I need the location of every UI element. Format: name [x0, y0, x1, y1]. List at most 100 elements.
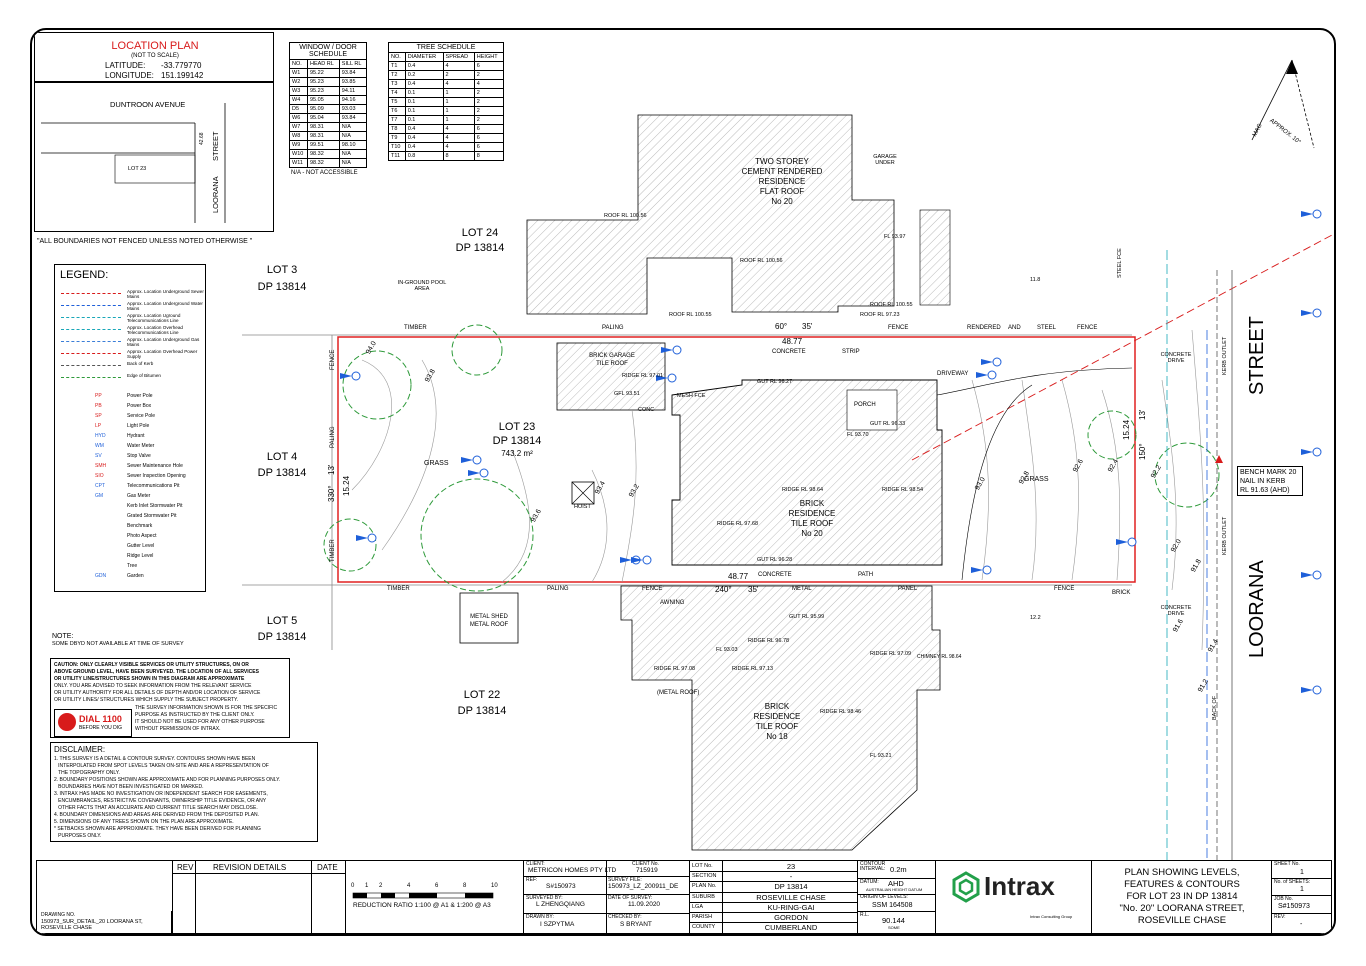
legend-symbol-label: Gas Meter [127, 493, 151, 499]
grass-label-1: GRASS [424, 460, 449, 467]
date-value: 11.09.2020 [628, 901, 661, 908]
bearing-right: 150° [1138, 443, 1147, 460]
photo-aspect-arrow [976, 372, 988, 378]
note-title: NOTE: [52, 633, 74, 640]
garage-under-label: GARAGE UNDER [873, 154, 897, 166]
fl-3: FL 93.03 [716, 647, 738, 653]
benchmark-l1: BENCH MARK 20 [1240, 469, 1297, 476]
legend-symbol-label: Ridge Level [127, 553, 154, 559]
brick-bottom: BRICK [1112, 590, 1131, 596]
contours [351, 329, 1205, 651]
lot-row-value: 23 [786, 862, 796, 871]
lot-row-value: GORDON [774, 913, 808, 922]
metal-bottom: METAL [792, 586, 812, 592]
concrete-strip-2: STRIP [842, 349, 860, 355]
plan-title-line: PLAN SHOWING LEVELS, [1124, 867, 1240, 878]
dp5-label: DP 13814 [257, 631, 307, 643]
photo-aspect-marker [1312, 447, 1322, 457]
legend-symbol-code: PB [95, 403, 102, 409]
caution-line: CAUTION: ONLY CLEARLY VISIBLE SERVICES O… [54, 662, 249, 668]
photo-aspect-marker [1312, 685, 1322, 695]
lot22-label: LOT 22 [463, 689, 501, 701]
legend-symbol-label: Garden [127, 573, 144, 579]
house20-l5: No 20 [771, 197, 793, 206]
legend-line-swatch [61, 377, 121, 378]
ws-cell: W11 [289, 158, 308, 168]
lot-row-value: - [789, 872, 793, 882]
disclaimer-line: OTHER FACTS THAT AN ACCURATE AND CURRENT… [54, 805, 258, 811]
steel-top: STEEL [1037, 325, 1057, 331]
client-no-value: 715919 [636, 867, 658, 874]
photo-aspect-arrow [1301, 449, 1313, 455]
ws-cell: N/A [338, 158, 368, 168]
lot5-label: LOT 5 [266, 615, 298, 627]
grass-label-2: GRASS [1024, 476, 1049, 483]
lot-row-label: PARISH [692, 914, 713, 920]
trees [323, 324, 1220, 592]
bearing-top: 60° [775, 322, 788, 331]
scale-tick-label: 0 [351, 883, 355, 889]
location-plan-header: LOCATION PLAN (NOT TO SCALE) LATITUDE: -… [34, 32, 274, 82]
fence-left: FENCE [330, 349, 336, 370]
photo-aspect-arrow [1301, 211, 1313, 217]
dial-text: DIAL 1100 [79, 714, 122, 724]
lot-row-value: ROSEVILLE CHASE [756, 892, 826, 902]
survey-sheet: LOCATION PLAN (NOT TO SCALE) LATITUDE: -… [30, 28, 1336, 936]
photo-aspect-marker [1312, 209, 1322, 219]
house20-l2: CEMENT RENDERED [741, 167, 823, 176]
boundary-note: "ALL BOUNDARIES NOT FENCED UNLESS NOTED … [37, 238, 253, 245]
roof-rl-1: ROOF RL 100.56 [604, 213, 647, 219]
hoist-label: HOIST [574, 504, 591, 510]
disclaimer-line: 3. INTRAX HAS MADE NO INVESTIGATION OR I… [54, 791, 268, 797]
legend-line-label: Approx. Location Uground Telecommunicati… [127, 313, 181, 323]
neighbour-house-20 [526, 114, 895, 315]
drawing-no-box: DRAWING NO. 150973_SUR_DETAIL_20 LOORANA… [37, 911, 172, 933]
photo-aspect-marker [642, 555, 652, 565]
legend: LEGEND: Approx. Location Underground Sew… [54, 264, 206, 592]
metal-roof-label: (METAL ROOF) [657, 690, 700, 696]
shed-l1: METAL SHED [470, 614, 508, 620]
legend-line-swatch [61, 365, 121, 366]
legend-symbol-label: Water Meter [127, 443, 155, 449]
scale-tick-label: 1 [365, 883, 369, 889]
disclaimer-line: PURPOSES ONLY. [54, 833, 102, 839]
dp23-label: DP 13814 [492, 435, 542, 447]
and-top: AND [1008, 325, 1021, 331]
photo-aspect-arrow [1301, 572, 1313, 578]
client-value: METRICON HOMES PTY LTD [528, 867, 617, 874]
legend-symbol-label: Benchmark [127, 523, 153, 529]
location-plan-subtitle: (NOT TO SCALE) [131, 53, 179, 59]
window-schedule-note: N/A - NOT ACCESSIBLE [291, 170, 358, 176]
porch-label: PORCH [854, 402, 876, 408]
photo-aspect-marker [1127, 537, 1137, 547]
lot-row-label: COUNTY [692, 924, 716, 931]
disclaimer-line: 4. BOUNDARY DIMENSIONS AND AREAS ARE DER… [54, 812, 260, 818]
dim-11-8: 11.8 [1030, 277, 1041, 283]
job-label: JOB No. [1274, 896, 1293, 902]
photo-aspect-arrow [356, 535, 368, 541]
purpose-line: IT SHOULD NOT BE USED FOR ANY OTHER PURP… [135, 719, 265, 725]
kerb-outlet-2: KERB OUTLET [1222, 516, 1228, 555]
legend-symbol-label: Sewer Inspection Opening [127, 473, 186, 479]
caution-line: OR UTILITY LINE/STRUCTURES SHOWN IN THIS… [54, 676, 245, 682]
ridge-6: RIDGE RL 97.13 [732, 666, 774, 672]
legend-symbol-label: Power Box [127, 403, 152, 409]
ridge-rl-garage: RIDGE RL 97.01 [622, 373, 664, 379]
ridge-2: RIDGE RL 98.64 [782, 487, 824, 493]
shed-l2: METAL ROOF [469, 622, 509, 628]
photo-aspect-marker [351, 371, 361, 381]
drawn-by-value: I SZPYTMA [540, 921, 575, 928]
garage-l2: TILE ROOF [596, 361, 628, 367]
scale-tick-label: 8 [463, 883, 467, 889]
revision-table: REV REVISION DETAILS DATE [172, 861, 346, 933]
drawing-no-value: 150973_SUR_DETAIL_20 LOORANA ST, ROSEVIL… [41, 919, 143, 931]
legend-symbol-label: Telecommunications Pit [127, 483, 180, 489]
contour-label: CONTOUR INTERVAL: [860, 861, 886, 872]
legend-symbol-label: Kerb Inlet Stormwater Pit [127, 503, 183, 509]
timber-left: TIMBER [330, 539, 336, 562]
legend-symbol-code: SMH [95, 463, 107, 469]
